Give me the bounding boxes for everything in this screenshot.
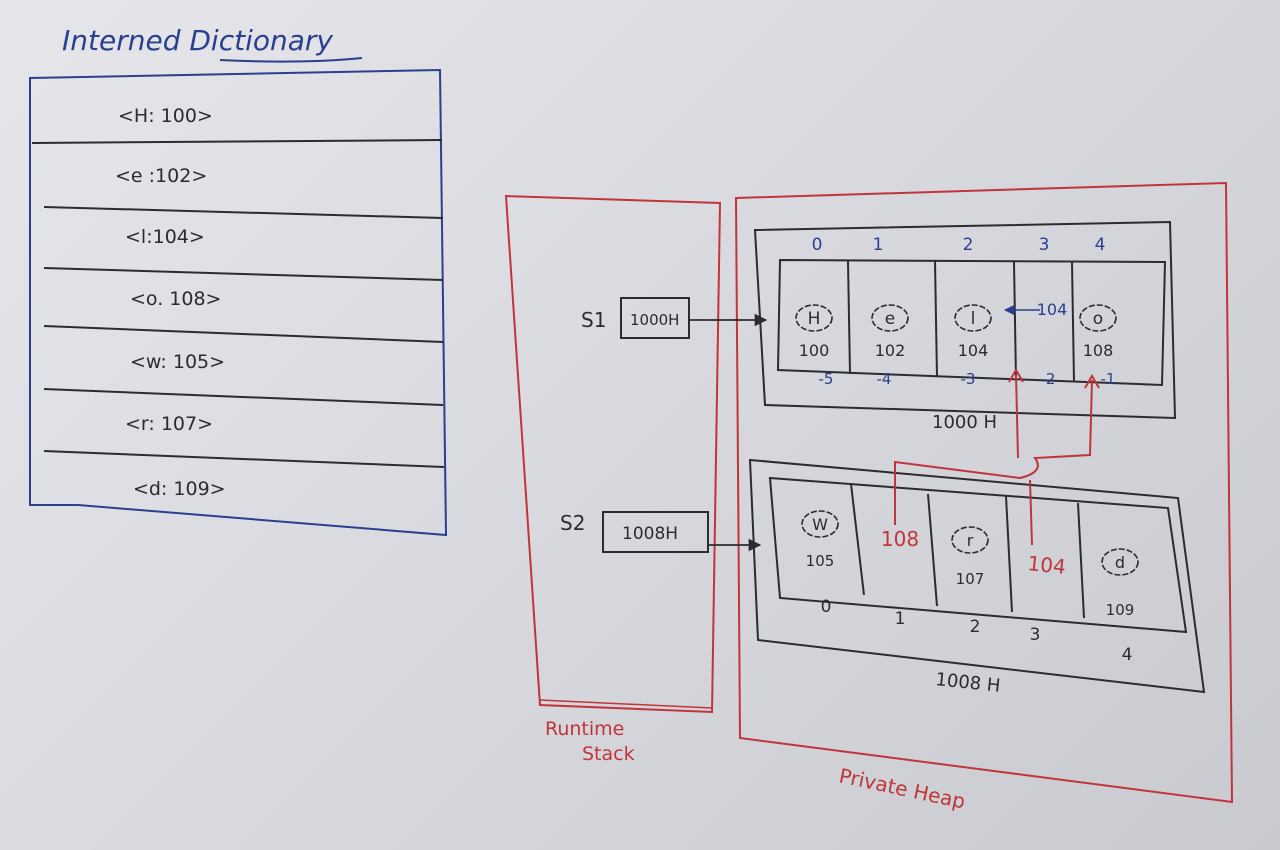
row-divider bbox=[43, 267, 444, 281]
object1-address: 1000 H bbox=[932, 412, 997, 433]
object1-char-cloud-icon bbox=[954, 304, 992, 332]
private-heap-outline bbox=[734, 181, 1234, 804]
object2-cell-char: r bbox=[967, 531, 974, 550]
object2-outline bbox=[748, 458, 1206, 694]
dictionary-entry-d: <d: 109> bbox=[133, 478, 226, 500]
object1-char-cloud-icon bbox=[1079, 304, 1117, 332]
object1-cell-value: 104 bbox=[1037, 300, 1068, 319]
private-heap: Private Heap 100 0 H 1008 H bbox=[734, 181, 1234, 814]
s2-box bbox=[602, 511, 709, 553]
dictionary-entry-e: <e :102> bbox=[115, 165, 207, 187]
page-title: Interned Dictionary bbox=[62, 24, 333, 57]
s2-label: S2 bbox=[560, 511, 585, 535]
object1-cell-char: e bbox=[885, 309, 895, 329]
object1-negative-index: -3 bbox=[961, 370, 976, 388]
cell-divider bbox=[1077, 502, 1085, 619]
object2-index: 3 bbox=[1030, 625, 1041, 645]
object1-cell-char: H bbox=[808, 309, 821, 329]
runtime-stack-outline bbox=[504, 194, 722, 714]
object2-index: 0 bbox=[821, 597, 832, 617]
string-object-1: 100 0 H bbox=[753, 220, 1177, 433]
object1-outline bbox=[753, 220, 1177, 420]
s1-value: 1000H bbox=[630, 311, 679, 329]
string-object-2: 1008 H bbox=[748, 458, 1206, 697]
object1-char-cloud-icon bbox=[795, 304, 833, 332]
object1-index: 2 bbox=[963, 235, 974, 255]
pointer-line-104 bbox=[1015, 374, 1033, 546]
dictionary-entry-w: <w: 105> bbox=[130, 351, 225, 373]
object2-char-cloud-icon bbox=[801, 510, 839, 538]
runtime-stack-label-line2: Stack bbox=[582, 743, 635, 765]
object1-negative-index: -5 bbox=[819, 370, 834, 388]
s1-label: S1 bbox=[581, 308, 606, 332]
object1-negative-index: -1 bbox=[1101, 370, 1116, 388]
cell-divider bbox=[1071, 261, 1075, 383]
object2-char-cloud-icon bbox=[1101, 548, 1139, 576]
object2-cell-char: d bbox=[1115, 553, 1125, 572]
pointer-line-108 bbox=[894, 379, 1093, 525]
object1-cell-value: 102 bbox=[875, 341, 906, 360]
dictionary-entry-l: <l:104> bbox=[125, 226, 205, 248]
pointer-arrowhead bbox=[1084, 374, 1100, 389]
dictionary-entry-h: <H: 100> bbox=[118, 105, 213, 127]
object1-cell-char: o bbox=[1093, 309, 1103, 329]
object1-negative-index: -4 bbox=[877, 370, 892, 388]
object1-negative-index: -2 bbox=[1041, 370, 1056, 388]
object2-cell-value: 104 bbox=[1026, 551, 1066, 579]
object1-char-cloud-icon bbox=[871, 304, 909, 332]
dictionary-entry-r: <r: 107> bbox=[125, 413, 213, 435]
object1-array-outline bbox=[776, 258, 1167, 387]
runtime-stack-label-line1: Runtime bbox=[545, 718, 624, 740]
cell-divider bbox=[927, 493, 938, 607]
object2-cell-value: 105 bbox=[806, 552, 835, 570]
dictionary-table: <H: 100> <e :102> <l:104> <o. 108> <w: 1… bbox=[29, 68, 448, 537]
title-underline bbox=[219, 57, 363, 63]
cell-divider bbox=[847, 260, 851, 375]
runtime-stack-base bbox=[539, 699, 713, 709]
row-divider bbox=[43, 388, 444, 406]
object1-index: 1 bbox=[873, 235, 884, 255]
object2-cell-value: 109 bbox=[1106, 601, 1135, 619]
object2-index: 2 bbox=[970, 617, 981, 637]
object2-index: 4 bbox=[1122, 645, 1133, 665]
runtime-stack: Runtime Stack S1 1000H S2 1008H bbox=[504, 194, 722, 765]
object2-cell-value: 107 bbox=[956, 570, 985, 588]
object1-cell-value: 100 bbox=[799, 341, 830, 360]
object2-array-outline bbox=[768, 476, 1188, 634]
cell-divider bbox=[1005, 495, 1013, 613]
object1-index: 3 bbox=[1039, 235, 1050, 255]
row-divider bbox=[31, 139, 443, 144]
object2-cell-value: 108 bbox=[881, 527, 919, 551]
s1-box bbox=[620, 297, 690, 339]
object1-index: 4 bbox=[1095, 235, 1106, 255]
object2-index: 1 bbox=[895, 609, 906, 629]
row-divider bbox=[43, 206, 444, 219]
object1-cells-layer: 0H 100 -5 1 e 102 -4 2 l 104 -3 3 104 -2 4 o 108 -1 bbox=[795, 235, 1117, 388]
object1-cell-char: l bbox=[971, 309, 976, 329]
object2-cell-char: W bbox=[812, 515, 828, 534]
dictionary-entry-o: <o. 108> bbox=[130, 288, 221, 310]
dictionary-outline bbox=[29, 68, 448, 537]
object1-index: 0 bbox=[812, 235, 823, 255]
object1-cell-value: 104 bbox=[958, 341, 989, 360]
cell-divider bbox=[850, 483, 865, 596]
private-heap-label: Private Heap bbox=[837, 763, 968, 813]
pointer-arrowhead bbox=[1008, 368, 1024, 383]
object2-char-cloud-icon bbox=[951, 526, 989, 554]
object2-address: 1008 H bbox=[934, 669, 1001, 697]
object1-cell-value: 108 bbox=[1083, 341, 1114, 360]
row-divider bbox=[43, 450, 445, 468]
cell-divider bbox=[934, 260, 938, 378]
row-divider bbox=[43, 325, 444, 343]
cell-divider bbox=[1013, 261, 1017, 381]
s2-value: 1008H bbox=[622, 524, 678, 544]
object2-cells-layer: W 105 0 108 1 r 107 2 104 3 d 109 4 bbox=[801, 510, 1139, 665]
